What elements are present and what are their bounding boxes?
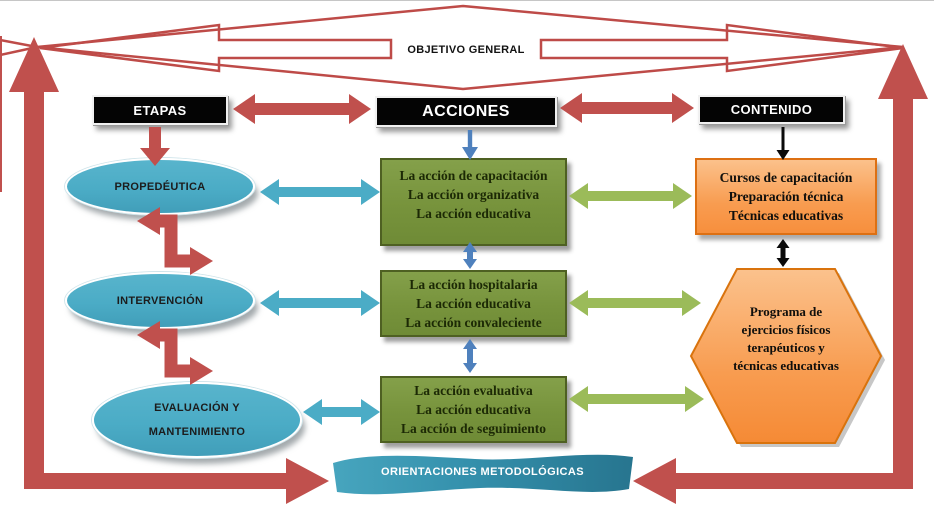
hexagon-line: ejercicios físicos xyxy=(741,322,831,337)
etapa-label-line2: MANTENIMIENTO xyxy=(148,426,246,438)
left-outline-arrow xyxy=(39,23,393,73)
header-etapas: ETAPAS xyxy=(92,95,228,125)
accion-line: La acción educativa xyxy=(416,402,531,417)
acciones-box-1: La acción de capacitación La acción orga… xyxy=(380,158,567,246)
etapa-propedeutica-ellipse: PROPEDÉUTICA xyxy=(65,158,255,215)
orientaciones-banner-ribbon xyxy=(333,454,633,495)
hexagon xyxy=(689,268,883,444)
rhombus-outline xyxy=(36,4,904,91)
etapa-label-line1: EVALUACIÓN Y xyxy=(154,402,240,414)
header-acciones: ACCIONES xyxy=(375,96,557,127)
acciones-box-2: La acción hospitalaria La acción educati… xyxy=(380,270,567,337)
etapa-label: PROPEDÉUTICA xyxy=(114,180,206,193)
hexagon-line: Programa de xyxy=(749,304,823,319)
etapa-intervencion-ellipse: INTERVENCIÓN xyxy=(65,272,255,329)
accion-line: La acción de seguimiento xyxy=(400,421,547,436)
accion-line: La acción educativa xyxy=(416,296,531,311)
accion-line: La acción hospitalaria xyxy=(409,277,538,292)
orientaciones-banner-label: ORIENTACIONES METODOLÓGICAS xyxy=(381,466,584,478)
accion-line: La acción educativa xyxy=(416,206,531,221)
accion-line: La acción de capacitación xyxy=(399,168,548,183)
etapa-label: INTERVENCIÓN xyxy=(116,294,204,307)
objetivo-general-label: OBJETIVO GENERAL xyxy=(407,44,525,56)
programa-hexagon-label: Programa de ejercicios físicos terapéuti… xyxy=(690,268,882,444)
hexagon-line: terapéuticos y xyxy=(747,340,825,355)
contenido-line: Cursos de capacitación xyxy=(719,170,853,185)
top-edge-line xyxy=(0,0,934,1)
accion-line: La acción evaluativa xyxy=(414,383,533,398)
hexagon-line: técnicas educativas xyxy=(733,358,839,373)
contenido-line: Técnicas educativas xyxy=(728,208,844,223)
contenido-line: Preparación técnica xyxy=(728,189,844,204)
left-edge-line xyxy=(0,36,2,192)
acciones-box-3: La acción evaluativa La acción educativa… xyxy=(380,376,567,443)
right-outline-arrow xyxy=(539,23,904,73)
accion-line: La acción organizativa xyxy=(407,187,540,202)
header-contenido: CONTENIDO xyxy=(698,95,845,124)
accion-line: La acción convaleciente xyxy=(405,315,542,330)
